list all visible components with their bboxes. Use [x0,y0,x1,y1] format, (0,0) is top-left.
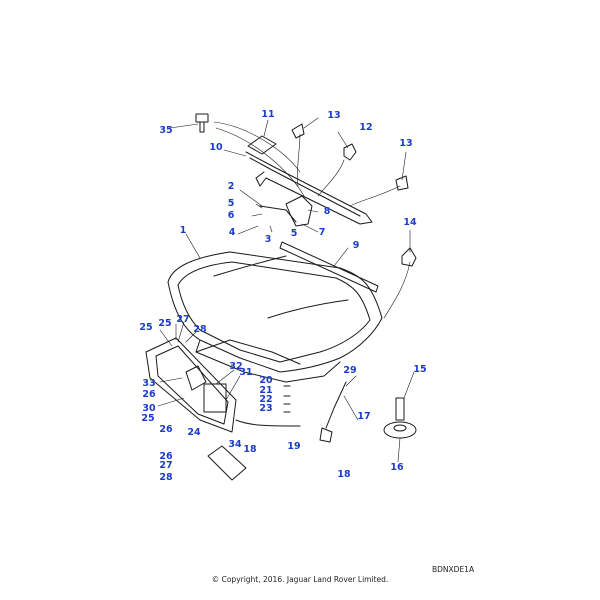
latch-block [203,383,227,413]
callout-25: 25 [139,322,152,333]
callout-26: 26 [159,451,173,462]
callout-35: 35 [159,125,172,136]
callout-12: 12 [359,122,372,133]
callout-8: 8 [324,206,331,217]
callout-2: 2 [228,181,235,192]
hinge-bracket-arm [259,205,297,223]
callout-18: 18 [337,469,351,480]
clip-12 [343,143,357,161]
release-cable [235,419,301,427]
callout-19: 19 [287,441,300,452]
clip-13a [291,123,305,139]
callout-28: 28 [193,324,207,335]
callout-1: 1 [180,225,187,236]
label-plate-34 [207,445,247,481]
panel-crease-2 [267,299,349,319]
strut-bracket-18 [319,427,333,443]
callout-20: 20 [259,375,273,386]
callout-23: 23 [259,403,272,414]
hinge-stay [245,151,373,225]
callout-15: 15 [413,364,426,375]
grommet-16 [383,421,417,439]
hinge-stay-inner [249,157,361,217]
callout-18: 18 [243,444,257,455]
panel-crease [213,255,287,277]
panel-outline [167,251,383,373]
callout-16: 16 [390,462,404,473]
callout-26: 26 [142,389,156,400]
callout-27: 27 [176,314,189,325]
callout-30: 30 [142,403,156,414]
gas-strut-17 [325,381,347,429]
panel-under-face [195,339,301,365]
callout-4: 4 [229,227,236,238]
lock-plate-inner [155,345,229,425]
callout-24: 24 [187,427,201,438]
weatherstrip [279,241,379,293]
copyright-notice: © Copyright, 2016. Jaguar Land Rover Lim… [211,575,389,584]
striker-11 [247,135,277,155]
lock-plate [145,337,237,433]
callout-31: 31 [239,367,252,378]
callout-13: 13 [327,110,340,121]
callout-21: 21 [259,385,272,396]
callout-5: 5 [228,198,235,209]
callout-7: 7 [319,227,326,238]
callout-9: 9 [353,240,360,251]
latch-bracket [185,365,207,391]
wiring-harness [213,121,411,319]
bolt-shank-35 [199,121,205,133]
callout-28: 28 [159,472,173,483]
callout-33: 33 [142,378,155,389]
bolt-head-35 [195,113,209,123]
callout-3: 3 [265,234,272,245]
callout-22: 22 [259,394,272,405]
stud-15 [395,397,405,421]
callout-27: 27 [159,460,172,471]
callout-25: 25 [158,318,171,329]
grommet-16-inner [393,424,407,432]
callout-14: 14 [403,217,417,228]
panel-inner-edge [177,261,371,363]
callout-10: 10 [209,142,223,153]
panel-lower-lip [195,339,341,383]
callout-17: 17 [357,411,370,422]
callout-26: 26 [159,424,173,435]
callout-32: 32 [229,361,242,372]
buffer-14 [401,247,417,267]
callout-13: 13 [399,138,412,149]
callout-6: 6 [228,210,235,221]
callout-5: 5 [291,228,298,239]
callout-25: 25 [141,413,154,424]
callout-11: 11 [261,109,274,120]
screw-stack [283,385,291,413]
callout-29: 29 [343,365,356,376]
hinge-bracket [285,195,313,227]
reference-code: BDNXDE1A [432,565,475,574]
callout-34: 34 [228,439,242,450]
leader-lines [157,117,415,463]
